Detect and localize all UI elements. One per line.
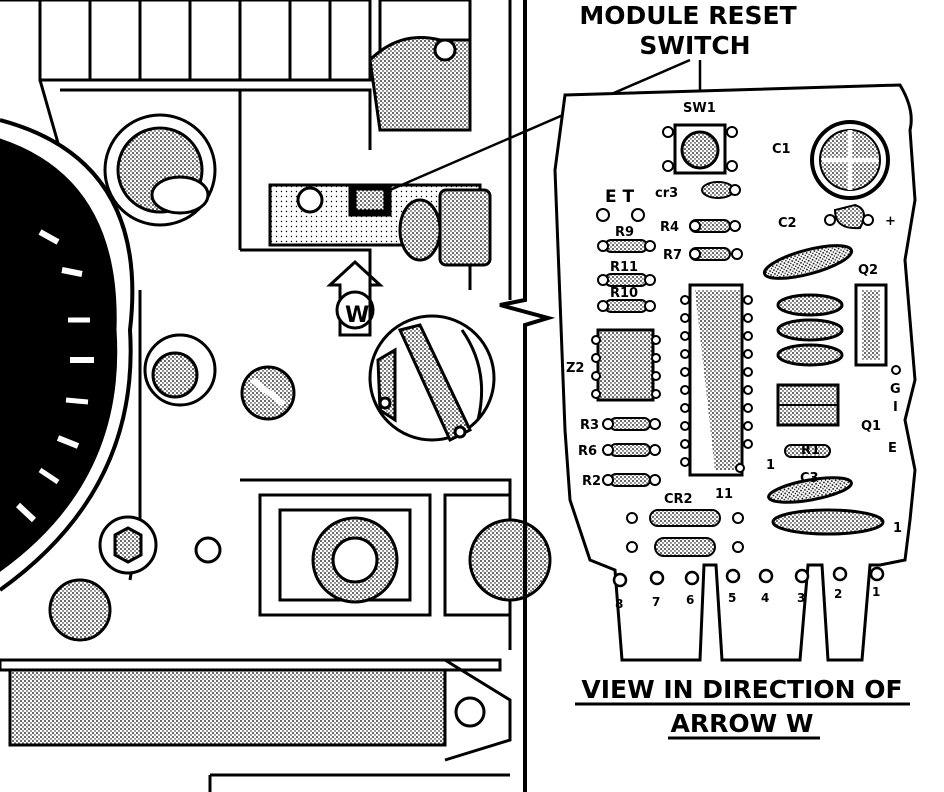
label-q2: Q2 <box>858 263 878 278</box>
pin-numbers: 8 7 6 5 4 3 2 1 <box>615 585 880 611</box>
pin-number: 3 <box>797 591 805 605</box>
gauge-number: 15 <box>4 415 40 445</box>
label-cr2: CR2 <box>664 492 693 507</box>
gauge-number: 6 <box>0 229 18 259</box>
label-r2: R2 <box>582 474 601 489</box>
pin-number: 8 <box>615 597 623 611</box>
circuit-board <box>553 83 917 662</box>
label-et: E T <box>605 187 635 207</box>
label-cr3: cr3 <box>655 186 678 201</box>
pin-number: 7 <box>652 595 660 609</box>
label-i: I <box>893 400 898 415</box>
label-c2: C2 <box>778 216 797 231</box>
label-c4-pin: 1 <box>893 521 902 536</box>
label-r6: R6 <box>578 444 597 459</box>
pin-number: 5 <box>728 591 736 605</box>
label-g: G <box>890 382 901 397</box>
label-c3: C3 <box>800 471 819 486</box>
caption: VIEW IN DIRECTION OF ARROW W <box>575 675 910 740</box>
pin-number: 4 <box>761 591 769 605</box>
label-c1: C1 <box>772 142 791 157</box>
module-reset-callout: MODULE RESET SWITCH <box>389 1 797 192</box>
pin-number: 2 <box>834 587 842 601</box>
label-r9: R9 <box>615 225 634 240</box>
caption-line-1: VIEW IN DIRECTION OF <box>581 675 902 704</box>
gauge-number: 95 <box>0 289 36 319</box>
label-r3: R3 <box>580 418 599 433</box>
label-q1: Q1 <box>861 419 881 434</box>
label-plus: + <box>885 214 896 229</box>
callout-line-1: MODULE RESET <box>579 1 796 30</box>
label-r11: R11 <box>610 260 638 275</box>
label-pin-1: 1 <box>766 458 775 473</box>
label-z2: Z2 <box>566 361 584 376</box>
cluster-view <box>0 0 556 792</box>
label-r1: R1 <box>801 443 820 458</box>
pin-number: 1 <box>872 585 880 599</box>
label-r7: R7 <box>663 248 682 263</box>
board-labels: SW1 C1 C2 + cr3 E T R4 R7 R9 R11 R10 Z2 … <box>566 101 902 536</box>
pin-number: 6 <box>686 593 694 607</box>
label-sw1: SW1 <box>683 101 716 116</box>
arrow-w-label: W <box>345 303 369 328</box>
callout-line-2: SWITCH <box>639 31 750 60</box>
label-r4: R4 <box>660 220 679 235</box>
gauge-number: 05 <box>0 349 36 379</box>
gauge-numbers: 6 95 05 15 <box>0 229 40 445</box>
caption-line-2: ARROW W <box>671 709 814 738</box>
label-e: E <box>888 441 897 456</box>
label-r10: R10 <box>610 286 638 301</box>
label-pin-11: 11 <box>715 487 733 502</box>
